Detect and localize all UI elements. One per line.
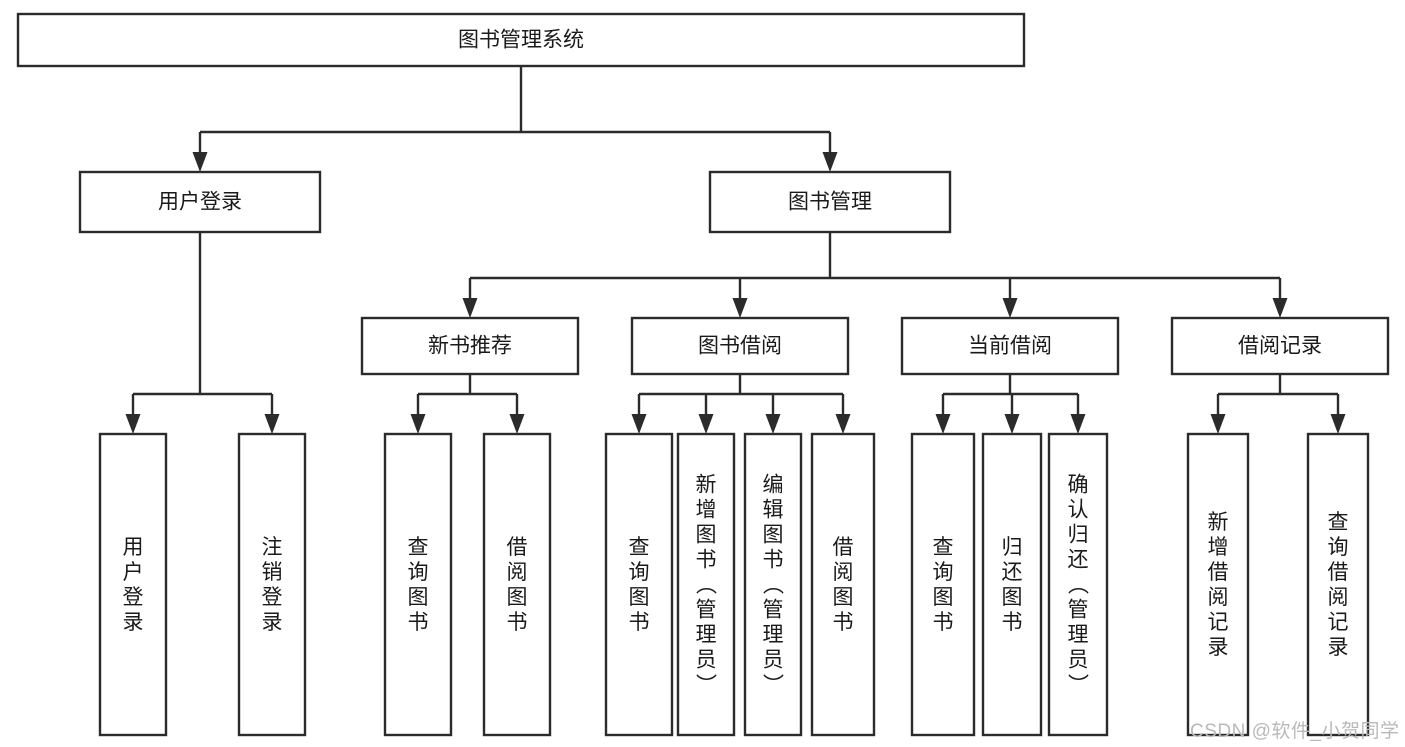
edge-arrowhead [732, 298, 748, 318]
node-leaf_5[interactable]: 查询图书 [604, 432, 674, 737]
node-box [630, 316, 850, 376]
edge-arrowhead [125, 414, 141, 434]
edge-group-l2_c [935, 374, 1086, 434]
node-label: 新增借阅记录 [1208, 511, 1229, 659]
node-l1_b[interactable]: 图书管理 [708, 170, 952, 234]
node-label: 图书借阅 [698, 335, 782, 358]
node-box [482, 432, 552, 737]
node-box [743, 432, 803, 737]
node-box [360, 316, 580, 376]
edge-arrowhead [1210, 414, 1226, 434]
edge-arrowhead [835, 414, 851, 434]
node-label: 查询借阅记录 [1328, 511, 1349, 659]
node-box [604, 432, 674, 737]
node-label: 借阅图书 [507, 536, 528, 634]
node-root[interactable]: 图书管理系统 [16, 12, 1026, 68]
edge-arrowhead [462, 298, 478, 318]
node-box [78, 170, 322, 234]
edge-arrowhead [264, 414, 280, 434]
edge-arrowhead [1002, 298, 1018, 318]
edge-group-l2_b [631, 374, 851, 434]
node-leaf_11[interactable]: 确认归还（管理员） [1047, 432, 1109, 737]
edge-group-l1_b [462, 232, 1288, 318]
node-box [1186, 432, 1250, 737]
node-label: 新增图书（管理员） [696, 474, 718, 697]
node-leaf_10[interactable]: 归还图书 [981, 432, 1043, 737]
node-l1_a[interactable]: 用户登录 [78, 170, 322, 234]
edge-arrowhead [1004, 414, 1020, 434]
node-leaf_9[interactable]: 查询图书 [910, 432, 976, 737]
node-leaf_2[interactable]: 注销登录 [237, 432, 307, 737]
node-box [1170, 316, 1390, 376]
node-label: 当前借阅 [968, 335, 1052, 358]
node-l2_a[interactable]: 新书推荐 [360, 316, 580, 376]
edge-arrowhead [410, 414, 426, 434]
node-l2_c[interactable]: 当前借阅 [900, 316, 1120, 376]
node-box [1047, 432, 1109, 737]
edge-arrowhead [1272, 298, 1288, 318]
node-label: 查询图书 [933, 536, 954, 634]
nodes-layer: 图书管理系统用户登录图书管理新书推荐图书借阅当前借阅借阅记录用户登录注销登录查询… [16, 12, 1390, 737]
node-leaf_6[interactable]: 新增图书（管理员） [676, 432, 736, 737]
node-label: 图书管理系统 [458, 29, 584, 52]
node-box [16, 12, 1026, 68]
node-box [900, 316, 1120, 376]
edge-arrowhead [192, 152, 208, 172]
node-l2_b[interactable]: 图书借阅 [630, 316, 850, 376]
node-label: 用户登录 [123, 536, 144, 634]
node-label: 编辑图书（管理员） [763, 474, 785, 697]
edge-arrowhead [1070, 414, 1086, 434]
edge-arrowhead [765, 414, 781, 434]
node-label: 查询图书 [629, 536, 650, 634]
node-box [810, 432, 876, 737]
node-label: 借阅记录 [1238, 335, 1322, 358]
edge-group-l1_a [125, 232, 280, 434]
node-leaf_3[interactable]: 查询图书 [383, 432, 453, 737]
node-label: 归还图书 [1002, 536, 1023, 634]
node-leaf_4[interactable]: 借阅图书 [482, 432, 552, 737]
edge-arrowhead [631, 414, 647, 434]
node-box [910, 432, 976, 737]
node-label: 借阅图书 [833, 536, 854, 634]
node-leaf_13[interactable]: 查询借阅记录 [1306, 432, 1370, 737]
edge-arrowhead [509, 414, 525, 434]
edges-layer [125, 66, 1346, 434]
node-leaf_8[interactable]: 借阅图书 [810, 432, 876, 737]
node-box [981, 432, 1043, 737]
node-label: 查询图书 [408, 536, 429, 634]
node-box [1306, 432, 1370, 737]
node-box [98, 432, 168, 737]
node-label: 确认归还（管理员） [1068, 474, 1090, 697]
edge-arrowhead [1330, 414, 1346, 434]
node-l2_d[interactable]: 借阅记录 [1170, 316, 1390, 376]
node-box [676, 432, 736, 737]
node-label: 新书推荐 [428, 335, 512, 358]
node-leaf_1[interactable]: 用户登录 [98, 432, 168, 737]
node-label: 注销登录 [262, 536, 283, 634]
edge-group-l2_d [1210, 374, 1346, 434]
node-box [237, 432, 307, 737]
node-leaf_12[interactable]: 新增借阅记录 [1186, 432, 1250, 737]
node-leaf_7[interactable]: 编辑图书（管理员） [743, 432, 803, 737]
node-label: 用户登录 [158, 191, 242, 214]
node-box [708, 170, 952, 234]
edge-arrowhead [822, 152, 838, 172]
edge-arrowhead [935, 414, 951, 434]
node-box [383, 432, 453, 737]
edge-group-l2_a [410, 374, 525, 434]
node-label: 图书管理 [788, 191, 872, 214]
edge-group-root [192, 66, 838, 172]
edge-arrowhead [698, 414, 714, 434]
